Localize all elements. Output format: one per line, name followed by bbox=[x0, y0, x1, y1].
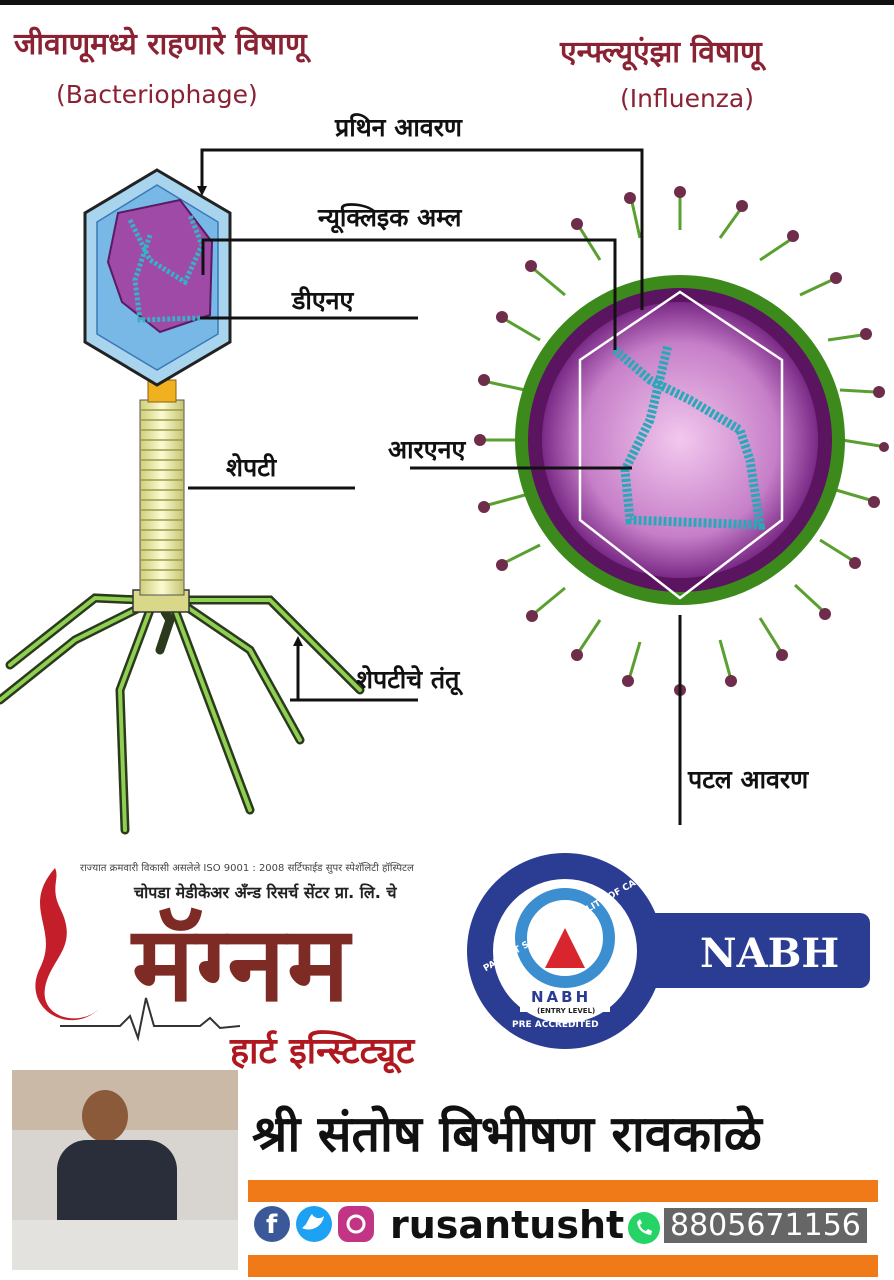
virus-diagram bbox=[0, 148, 889, 835]
brand-subtitle: हार्ट इन्स्टिट्यूट bbox=[230, 1030, 415, 1072]
bacteriophage-title: जीवाणूमध्ये राहणारे विषाणू bbox=[14, 27, 307, 62]
ecg-line bbox=[60, 997, 241, 1042]
nabh-entry-level: (ENTRY LEVEL) bbox=[537, 1007, 596, 1015]
label-dna: डीएनए bbox=[292, 286, 354, 315]
label-nucleic-acid: न्यूक्लिइक अम्ल bbox=[318, 203, 462, 232]
virus-interior bbox=[542, 302, 818, 578]
spike-tips bbox=[474, 186, 889, 696]
svg-text:f: f bbox=[266, 1210, 278, 1240]
top-border bbox=[0, 0, 894, 5]
label-tail: शेपटी bbox=[226, 453, 277, 482]
label-rna: आरएनए bbox=[388, 435, 466, 464]
bacteriophage-subtitle: (Bacteriophage) bbox=[56, 80, 258, 109]
label-tail-fibers: शेपटीचे तंतू bbox=[356, 665, 460, 694]
influenza-title: एन्फ्ल्यूएंझा विषाणू bbox=[560, 35, 762, 70]
inner-hexagon bbox=[578, 290, 784, 600]
orange-divider-top bbox=[248, 1180, 878, 1202]
social-icons: f bbox=[254, 1206, 374, 1242]
surface-spikes bbox=[484, 195, 881, 686]
influenza-subtitle: (Influenza) bbox=[620, 84, 754, 113]
label-envelope: पटल आवरण bbox=[688, 765, 809, 794]
whatsapp-icon bbox=[628, 1212, 660, 1244]
nabh-badge-text: NABH bbox=[700, 930, 840, 977]
person-name: श्री संतोष बिभीषण रावकाळे bbox=[252, 1105, 762, 1163]
brand-name: मॅग्नम bbox=[132, 902, 352, 1025]
person-photo bbox=[12, 1070, 238, 1270]
phone-number: 8805671156 bbox=[664, 1208, 867, 1243]
orange-divider-bottom bbox=[248, 1255, 878, 1277]
facebook-icon bbox=[254, 1206, 290, 1242]
company-line: चोपडा मेडीकेअर अँन्ड रिसर्च सेंटर प्रा. … bbox=[134, 883, 397, 902]
heart-swirl-logo bbox=[35, 868, 100, 1021]
accreditation-line: राज्यात क्रमवारी विकासी असलेले ISO 9001 … bbox=[80, 863, 414, 874]
bacteriophage bbox=[0, 168, 365, 835]
banner-graphics bbox=[35, 853, 870, 1049]
instagram-icon bbox=[338, 1206, 374, 1242]
label-capsid: प्रथिन आवरण bbox=[335, 113, 463, 142]
nabh-ring-bottom: PRE ACCREDITED bbox=[512, 1020, 599, 1030]
influenza-virus bbox=[474, 186, 889, 696]
social-handle: rusantusht bbox=[390, 1203, 625, 1247]
nabh-logo-text: NABH bbox=[531, 988, 592, 1006]
tail bbox=[139, 399, 185, 596]
leader-lines bbox=[188, 148, 682, 825]
